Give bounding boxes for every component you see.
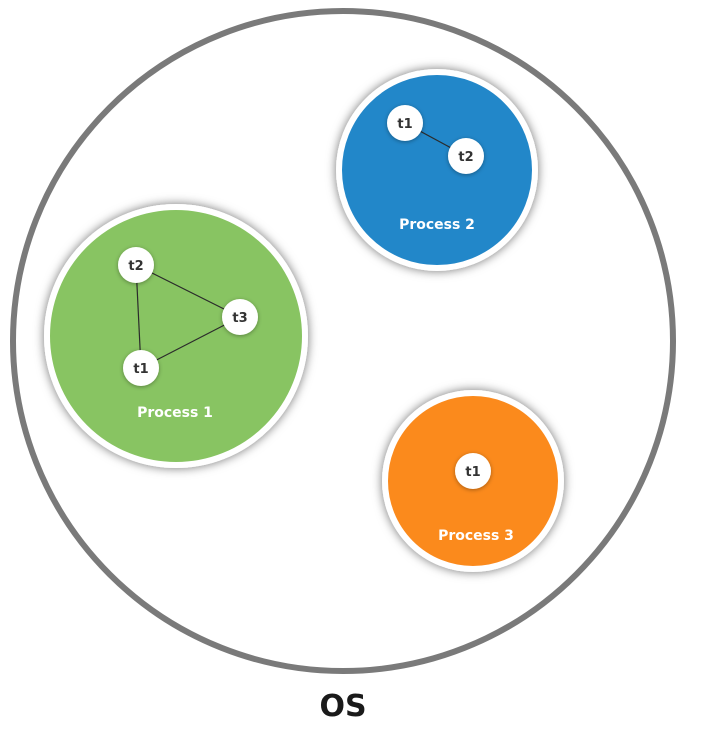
process-1-label: Process 1 <box>137 405 213 421</box>
process-1-circle <box>44 204 308 468</box>
process-2-thread-t2: t2 <box>448 138 484 174</box>
process-2-circle <box>336 69 538 271</box>
os-label: OS <box>319 689 366 724</box>
process-2-label: Process 2 <box>399 217 475 233</box>
thread-label: t1 <box>465 465 480 480</box>
thread-label: t1 <box>133 362 148 377</box>
process-2: t1 t2 Process 2 <box>336 69 538 271</box>
process-1-thread-t3: t3 <box>222 299 258 335</box>
thread-label: t3 <box>232 311 247 326</box>
thread-label: t2 <box>128 259 143 274</box>
process-1-thread-t1: t1 <box>123 350 159 386</box>
process-3-thread-t1: t1 <box>455 453 491 489</box>
process-3-label: Process 3 <box>438 528 514 544</box>
process-1: t2 t3 t1 Process 1 <box>44 204 308 468</box>
process-1-link-t3-t1 <box>140 316 241 369</box>
process-2-thread-t1: t1 <box>387 105 423 141</box>
process-3: t1 Process 3 <box>382 390 564 572</box>
thread-label: t2 <box>458 150 473 165</box>
process-1-link-t2-t3 <box>135 264 241 318</box>
process-1-thread-t2: t2 <box>118 247 154 283</box>
thread-label: t1 <box>397 117 412 132</box>
